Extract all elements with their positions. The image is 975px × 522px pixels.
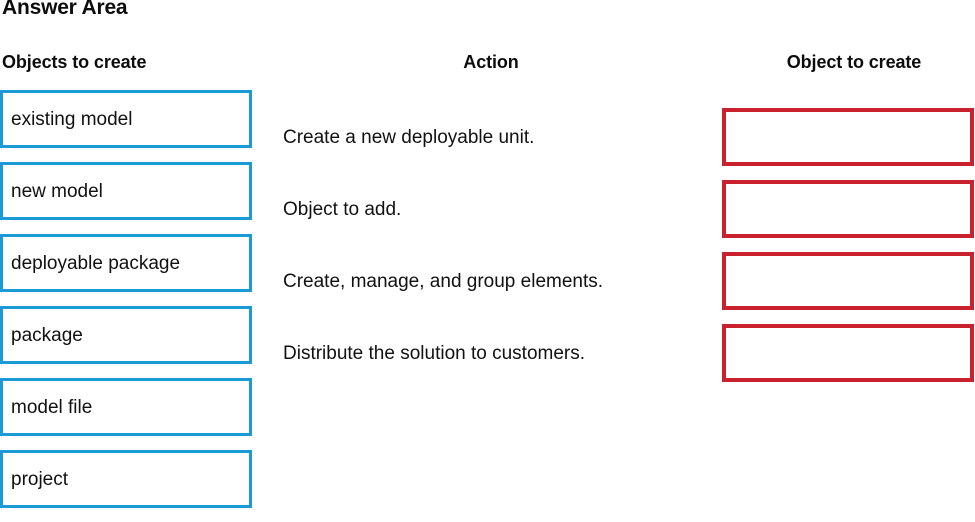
page-title: Answer Area: [2, 0, 128, 19]
action-text: Object to add.: [283, 198, 402, 220]
action-text: Create, manage, and group elements.: [283, 270, 604, 292]
source-option-1[interactable]: new model: [0, 162, 252, 220]
source-option-label: new model: [11, 180, 103, 202]
action-text: Distribute the solution to customers.: [283, 342, 586, 364]
action-row: Create a new deployable unit.: [283, 108, 713, 166]
drop-target-1[interactable]: [722, 180, 974, 238]
action-row: Create, manage, and group elements.: [283, 252, 713, 310]
source-option-label: model file: [11, 396, 93, 418]
answer-area-page: Answer Area Objects to create Action Obj…: [0, 0, 975, 508]
source-option-label: project: [11, 468, 69, 490]
source-option-2[interactable]: deployable package: [0, 234, 252, 292]
source-option-label: deployable package: [11, 252, 181, 274]
action-row: Distribute the solution to customers.: [283, 324, 713, 382]
action-row: Object to add.: [283, 180, 713, 238]
action-text: Create a new deployable unit.: [283, 126, 535, 148]
source-option-4[interactable]: model file: [0, 378, 252, 436]
column-header-objects-to-create: Objects to create: [2, 52, 147, 72]
source-options-list: existing model new model deployable pack…: [0, 90, 252, 522]
drop-target-2[interactable]: [722, 252, 974, 310]
source-option-0[interactable]: existing model: [0, 90, 252, 148]
source-option-label: package: [11, 324, 83, 346]
action-list: Create a new deployable unit. Object to …: [283, 108, 713, 396]
source-option-3[interactable]: package: [0, 306, 252, 364]
column-header-action: Action: [463, 52, 519, 72]
source-option-5[interactable]: project: [0, 450, 252, 508]
drop-target-0[interactable]: [722, 108, 974, 166]
column-header-object-to-create: Object to create: [786, 52, 922, 72]
drop-target-list: [722, 108, 974, 396]
source-option-label: existing model: [11, 108, 133, 130]
drop-target-3[interactable]: [722, 324, 974, 382]
